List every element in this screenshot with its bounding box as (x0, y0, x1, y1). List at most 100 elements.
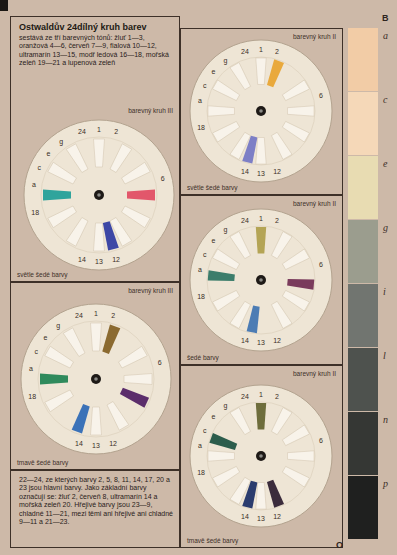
disk-mark: 2 (275, 48, 279, 55)
description-text: 22—24, ze kterých barvy 2, 5, 8, 11, 14,… (19, 476, 173, 526)
disk-mark: 18 (31, 209, 39, 216)
color-window (40, 374, 68, 385)
disk-ring (207, 226, 315, 334)
color-window (265, 59, 284, 87)
blank-window (270, 407, 292, 435)
disk-face (190, 40, 332, 182)
color-disk: 2412612131418aceg (189, 384, 333, 528)
blank-window (281, 465, 309, 487)
center-hole (259, 454, 263, 458)
disk-mark: 13 (257, 515, 265, 522)
legend-swatch (348, 412, 378, 475)
disk-caption: tmavě šedé barvy (187, 537, 238, 544)
blank-window (117, 346, 147, 370)
disk-mark: 1 (259, 215, 263, 222)
blank-window (45, 388, 75, 412)
legend-letter: c (383, 95, 387, 105)
blank-window (270, 131, 292, 159)
center-hole (259, 278, 263, 282)
legend-swatch (348, 476, 378, 539)
disk-mark: c (34, 348, 38, 355)
legend-letter: p (383, 479, 388, 489)
corner-letter: O (336, 541, 343, 550)
blank-window (288, 451, 315, 461)
legend-letter: l (383, 351, 386, 361)
blank-window (94, 139, 105, 167)
color-window (256, 227, 266, 254)
panel-box: barevný kruh IIItmavě šedé barvy24126121… (10, 282, 180, 470)
legend-letter: e (383, 159, 387, 169)
disk-caption: barevný kruh II (293, 200, 336, 207)
blank-window (230, 62, 252, 90)
blank-window (208, 451, 235, 461)
disk-mark: a (198, 97, 202, 104)
color-window (100, 324, 120, 354)
center-pin (256, 106, 266, 116)
blank-window (91, 323, 102, 351)
disk-caption: barevný kruh II (293, 33, 336, 40)
color-window (101, 221, 119, 251)
blank-window (45, 346, 75, 370)
disk-mark: 13 (95, 258, 103, 265)
disk-face (190, 385, 332, 527)
blank-window (256, 483, 266, 510)
center-pin (256, 451, 266, 461)
center-hole (259, 109, 263, 113)
blank-window (256, 138, 266, 165)
disk-ring (41, 137, 157, 253)
legend-swatch (348, 28, 378, 91)
corner-mark (0, 0, 8, 11)
blank-window (230, 407, 252, 435)
disk-mark: 13 (257, 170, 265, 177)
disk-mark: g (223, 57, 227, 64)
blank-window (212, 249, 240, 271)
legend-swatch (348, 348, 378, 411)
disk-mark: 6 (319, 260, 323, 267)
disk-mark: a (29, 364, 33, 371)
panel-box: barevný kruh IIsvětle šedé barvy24126121… (180, 28, 343, 195)
blank-window (66, 216, 90, 246)
disk-ring (38, 321, 154, 437)
legend-swatch (348, 284, 378, 347)
panel-box: Ostwaldův 24dílný kruh barevsestává ze t… (10, 16, 180, 282)
disk-mark: c (203, 250, 207, 257)
disk-mark: 12 (109, 439, 117, 446)
blank-window (48, 204, 78, 228)
disk-mark: 14 (241, 336, 249, 343)
disk-mark: e (212, 413, 216, 420)
text-block: Ostwaldův 24dílný kruh barevsestává ze t… (11, 17, 179, 67)
disk-mark: a (32, 180, 36, 187)
legend-letter: i (383, 287, 386, 297)
center-hole (94, 377, 98, 381)
disk-mark: 12 (273, 336, 281, 343)
blank-window (281, 249, 309, 271)
blank-window (48, 162, 78, 186)
disk-mark: 2 (275, 217, 279, 224)
blank-window (212, 120, 240, 142)
blank-window (108, 144, 132, 174)
disk-caption: šedé barvy (187, 354, 219, 361)
color-window (209, 433, 237, 452)
disk-mark: c (203, 426, 207, 433)
blank-window (270, 300, 292, 328)
disk-caption: barevný kruh III (128, 287, 173, 294)
blank-window (212, 465, 240, 487)
disk-mark: 14 (241, 167, 249, 174)
color-window (256, 403, 266, 430)
legend-row: n (346, 412, 394, 476)
disk-mark: g (223, 402, 227, 409)
legend-row: c (346, 92, 394, 156)
center-pin (256, 275, 266, 285)
color-window (242, 135, 259, 163)
legend-row: p (346, 476, 394, 540)
color-window (208, 270, 235, 283)
disk-shape (23, 119, 175, 271)
legend-swatch (348, 220, 378, 283)
disk-mark: 24 (78, 128, 86, 135)
legend-swatch (348, 156, 378, 219)
disk-mark: 14 (78, 255, 86, 262)
disk-caption: světle šedé barvy (187, 184, 238, 191)
center-pin (91, 374, 101, 384)
disk-mark: a (198, 266, 202, 273)
blank-window (212, 80, 240, 102)
